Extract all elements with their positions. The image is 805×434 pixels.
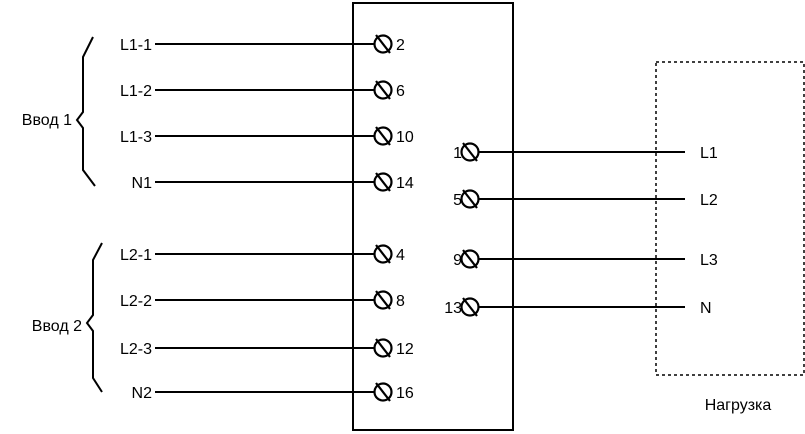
load-box [655,61,805,376]
output-terminal-number: 13 [444,300,462,317]
input-terminal-number: 16 [396,385,414,402]
output-terminal-slash [462,249,478,269]
input-terminal-number: 2 [396,37,405,54]
output-terminal-slash [462,142,478,162]
output-terminal-slash [462,297,478,317]
input-2-brace [85,242,103,393]
input-terminal-number: 12 [396,341,414,358]
input-1-brace [75,36,96,187]
load-wire-label: L1 [700,145,718,162]
output-terminal-number: 1 [453,145,462,162]
input-terminal-number: 8 [396,293,405,310]
input-terminal-number: 4 [396,247,405,264]
input-terminal-slash [375,172,391,192]
input-terminal-slash [375,382,391,402]
input-terminal-slash [375,126,391,146]
input-wire-label: L2-3 [120,341,152,358]
input-1-label: Ввод 1 [22,112,72,129]
load-wire-label: N [700,300,712,317]
load-wire-label: L3 [700,252,718,269]
input-wire-label: L2-2 [120,293,152,310]
input-2-label: Ввод 2 [32,318,82,335]
input-wire-label: N2 [132,385,153,402]
input-terminal-slash [375,290,391,310]
input-wire-label: L1-2 [120,83,152,100]
input-terminal-slash [375,80,391,100]
input-terminal-slash [375,34,391,54]
input-wire-label: L2-1 [120,247,152,264]
input-terminal-slash [375,338,391,358]
switch-device-box [352,2,514,431]
load-label: Нагрузка [705,397,772,414]
input-terminal-number: 10 [396,129,414,146]
input-terminal-number: 14 [396,175,414,192]
output-terminal-slash [462,189,478,209]
input-wire-label: L1-3 [120,129,152,146]
input-wire-label: N1 [132,175,153,192]
input-terminal-number: 6 [396,83,405,100]
output-terminal-number: 5 [453,192,462,209]
input-wire-label: L1-1 [120,37,152,54]
output-terminal-number: 9 [453,252,462,269]
input-terminal-slash [375,244,391,264]
load-wire-label: L2 [700,192,718,209]
